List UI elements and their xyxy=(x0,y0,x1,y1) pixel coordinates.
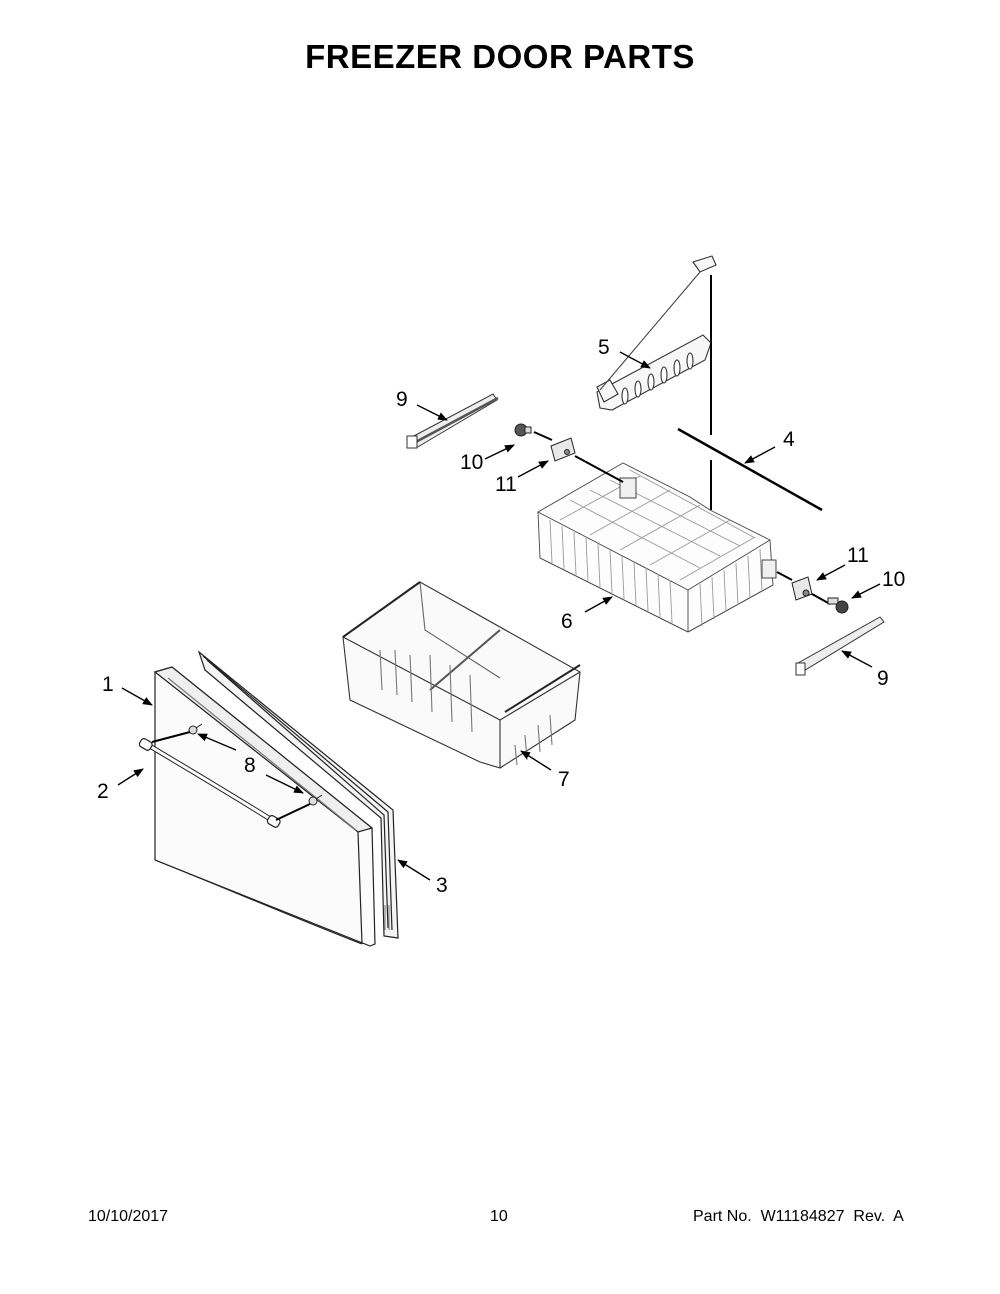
callout-10-left[interactable]: 10 xyxy=(460,451,483,474)
bracket-left-part xyxy=(550,437,576,462)
callout-11-left[interactable]: 11 xyxy=(495,473,517,496)
page-title: FREEZER DOOR PARTS xyxy=(305,38,695,75)
door-handle-part xyxy=(138,738,281,828)
gear-right-part xyxy=(827,597,849,614)
handle-screws-part xyxy=(151,723,323,821)
slide-rail-left-part xyxy=(406,393,499,449)
callout-2[interactable]: 2 xyxy=(97,780,109,803)
bracket-right-part xyxy=(791,576,813,601)
callout-9-right[interactable]: 9 xyxy=(877,667,889,690)
callout-11-right[interactable]: 11 xyxy=(847,544,869,567)
footer-page-number: 10 xyxy=(490,1208,508,1225)
callout-10-right[interactable]: 10 xyxy=(882,568,905,591)
callout-1[interactable]: 1 xyxy=(102,673,114,696)
slide-rail-right-part xyxy=(795,616,885,676)
door-gasket-part xyxy=(197,650,399,939)
gear-left-guide xyxy=(533,431,553,441)
callout-6[interactable]: 6 xyxy=(561,610,573,633)
callout-7[interactable]: 7 xyxy=(558,768,570,791)
footer-date: 10/10/2017 xyxy=(88,1208,169,1225)
callout-leaders xyxy=(117,351,881,881)
lower-bin-part xyxy=(342,581,581,769)
callout-8[interactable]: 8 xyxy=(244,754,256,777)
callout-9-left[interactable]: 9 xyxy=(396,388,408,411)
freezer-door-part xyxy=(153,666,376,947)
bracket-left-guide xyxy=(574,455,624,483)
gear-left-part xyxy=(514,423,532,437)
basket-divider-part xyxy=(596,255,717,411)
bracket-right-guide xyxy=(776,571,793,581)
callout-5[interactable]: 5 xyxy=(598,336,610,359)
wire-basket-part xyxy=(537,462,777,633)
rod-part xyxy=(677,427,823,512)
callout-4[interactable]: 4 xyxy=(783,428,795,451)
gear-right-guide xyxy=(811,593,831,605)
footer-part-info: Part No. W11184827 Rev. A xyxy=(693,1208,904,1225)
callout-3[interactable]: 3 xyxy=(436,874,448,897)
